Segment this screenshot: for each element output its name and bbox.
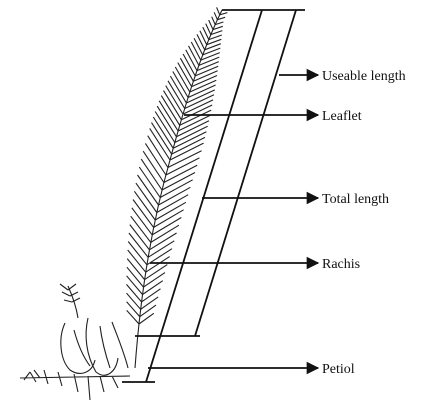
leaflet-stroke	[128, 250, 146, 272]
leaflet-stroke	[140, 305, 156, 317]
leaflet-stroke	[214, 12, 217, 19]
leaflet-stroke	[175, 126, 208, 142]
leaflet-stroke	[212, 17, 216, 25]
base-sheath-center	[100, 326, 110, 368]
leaflet-stroke	[153, 117, 173, 148]
leaflet-stroke	[148, 241, 174, 257]
frond-illustration	[127, 7, 228, 368]
measurement-lines	[122, 10, 305, 382]
leaflet-stroke	[127, 259, 144, 280]
leaflet-stroke	[194, 38, 203, 55]
leaflet-stroke	[157, 106, 176, 137]
leaflet-stroke	[127, 302, 140, 317]
leaflet-stroke	[189, 46, 199, 66]
leader-arrows	[148, 75, 318, 368]
leaflet-stroke	[159, 101, 178, 131]
leaflet-stroke	[145, 265, 168, 280]
leaflet-stroke	[209, 20, 213, 30]
leaflet-stroke	[139, 313, 154, 324]
frond-base-illustration	[20, 284, 130, 400]
label-petiol: Petiol	[322, 362, 355, 377]
base-sheath-right	[112, 322, 128, 368]
leaflet-stroke	[217, 7, 220, 14]
leaflet-stroke	[127, 267, 144, 287]
leaflet-stroke	[197, 34, 205, 49]
leaflet-stroke	[164, 91, 182, 120]
leaflet-stroke	[186, 50, 197, 71]
leaflet-stroke	[127, 276, 143, 295]
leaflet-stroke	[193, 71, 217, 82]
leaflet-stroke	[146, 257, 170, 273]
leaflet-stroke	[143, 281, 163, 295]
leaflet-stroke	[155, 112, 175, 143]
leaflet-stroke	[141, 297, 159, 309]
label-useable-length: Useable length	[322, 69, 406, 84]
useable-length-line	[195, 10, 296, 336]
leaflet-stroke	[168, 81, 185, 109]
label-total-length: Total length	[322, 192, 389, 207]
shoot-leaves	[60, 284, 80, 302]
leaflet-stroke	[191, 42, 201, 60]
leaflet-stroke	[206, 24, 211, 35]
leaflet-stroke	[142, 289, 161, 302]
roots	[20, 370, 130, 400]
leaflet-stroke	[176, 121, 209, 137]
leaflet-stroke	[166, 86, 183, 115]
label-rachis: Rachis	[322, 257, 360, 272]
leaflet-stroke	[161, 96, 179, 126]
leaflet-stroke	[152, 123, 172, 155]
leaflet-stroke	[127, 284, 142, 302]
leaflet-stroke	[127, 293, 141, 309]
leaflet-stroke	[127, 310, 139, 324]
labels: Useable length Leaflet Total length Rach…	[322, 69, 406, 377]
label-leaflet: Leaflet	[322, 109, 362, 124]
leaflet-stroke	[173, 132, 206, 149]
leaflets	[127, 7, 228, 324]
leaflet-stroke	[144, 273, 166, 288]
